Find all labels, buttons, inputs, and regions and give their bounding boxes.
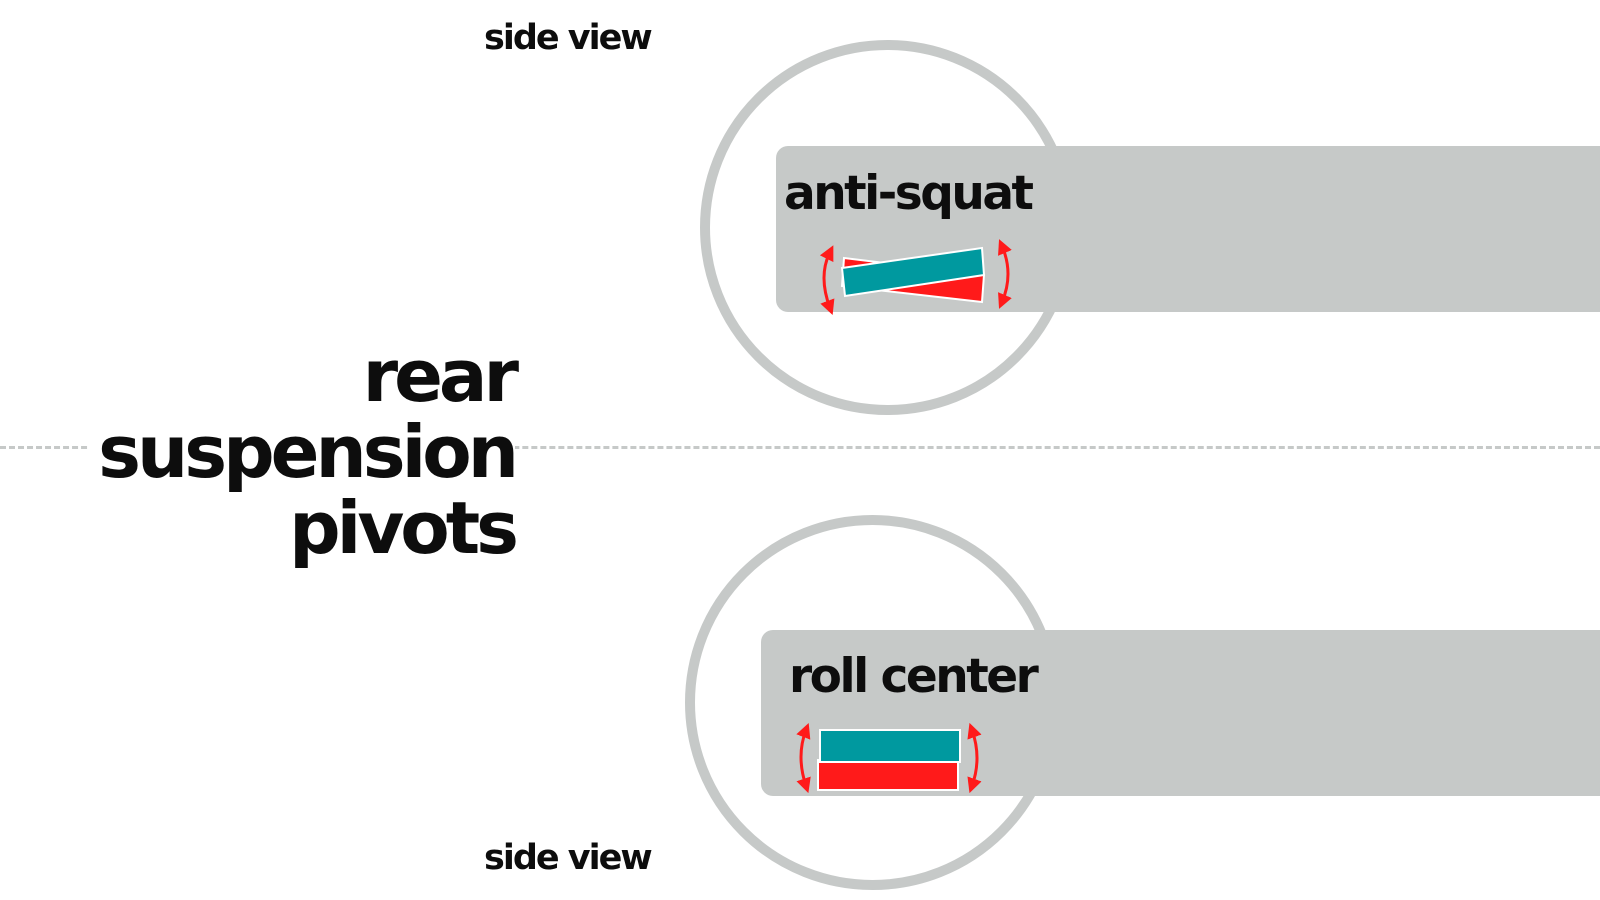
side-view-label-bottom: side view [484, 838, 653, 878]
side-view-label-top: side view [484, 18, 653, 58]
main-title: rear suspension pivots [88, 334, 519, 570]
title-line-pivots: pivots [289, 486, 519, 570]
rotation-arrow-right [967, 722, 982, 794]
title-line-rear: rear [362, 334, 519, 418]
teal-link-bar [840, 246, 986, 298]
rotation-arrow-right [998, 239, 1012, 309]
rotation-arrow-left [819, 245, 835, 316]
roll-center-pivot-glyph [796, 722, 982, 794]
roll-center-label: roll center [789, 649, 1039, 704]
anti-squat-label: anti-squat [784, 166, 1034, 221]
title-line-suspension: suspension [98, 410, 519, 494]
anti-squat-pivot-glyph [819, 239, 1012, 316]
rotation-arrow-left [796, 722, 811, 794]
teal-link-bar [819, 729, 961, 763]
red-link-bar [817, 759, 959, 791]
center-divider-line [0, 446, 1600, 449]
